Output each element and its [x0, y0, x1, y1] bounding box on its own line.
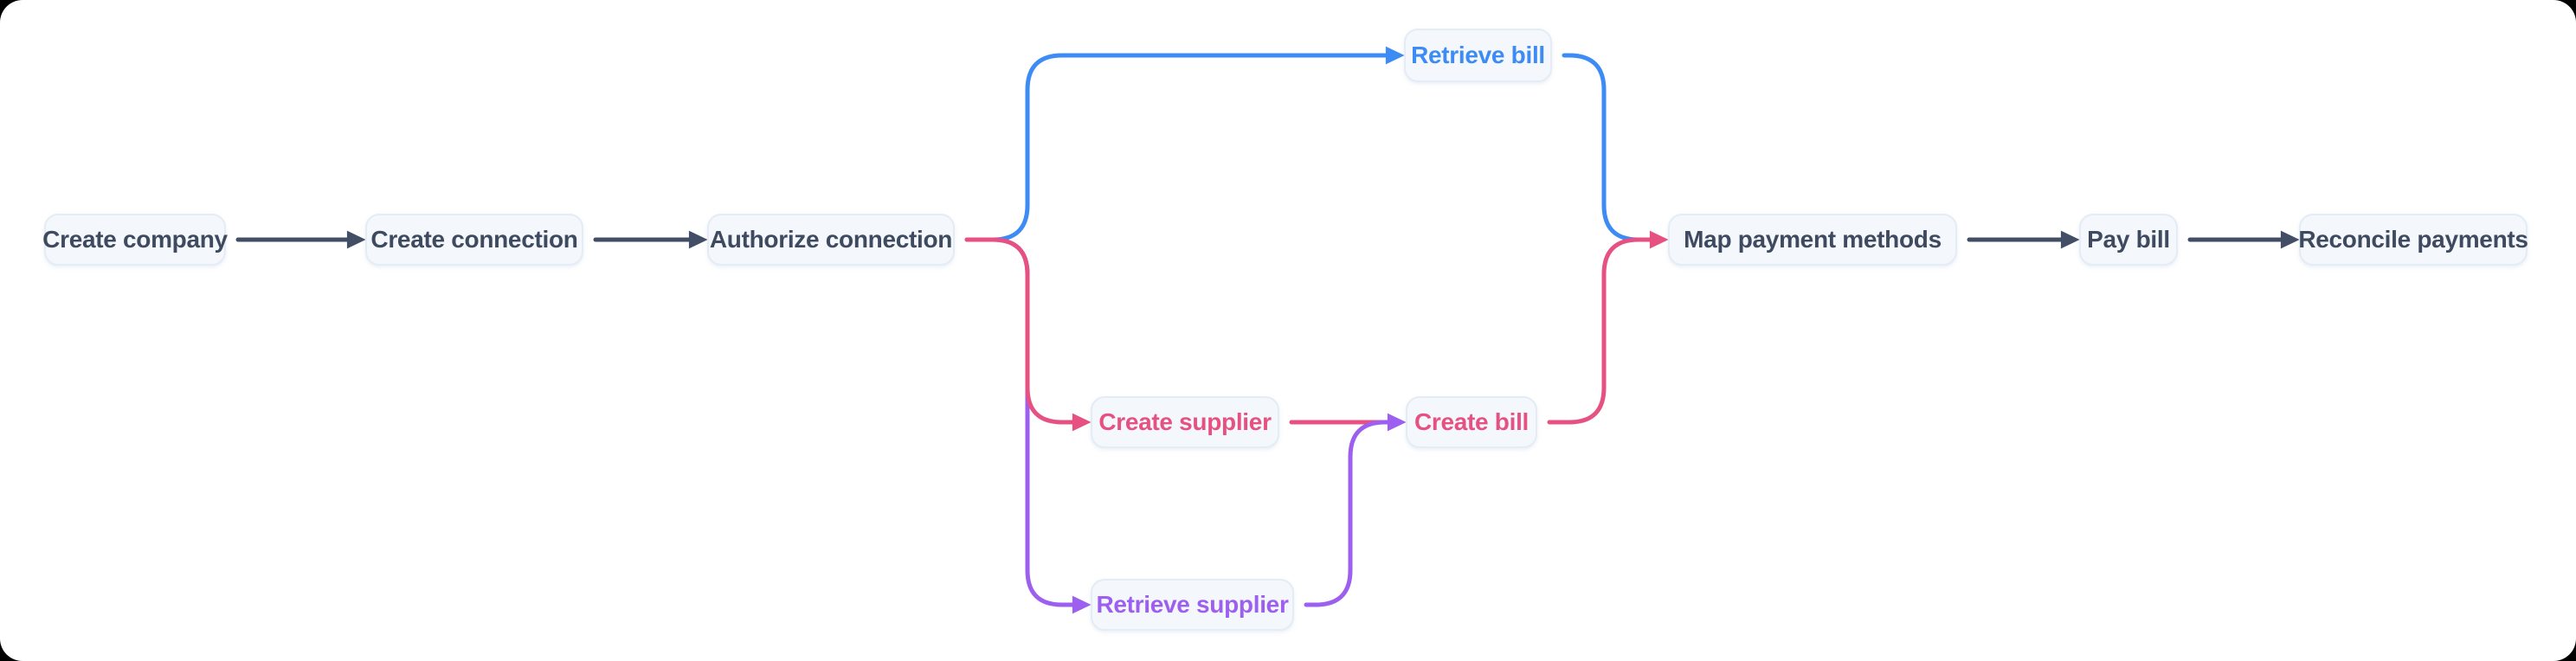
node-create-bill-label: Create bill	[1414, 408, 1530, 435]
edge-authorize-connection-to-retrieve-bill	[964, 46, 1405, 242]
edge-authorize-connection-to-create-supplier	[964, 237, 1092, 432]
node-retrieve-bill[interactable]: Retrieve bill	[1404, 29, 1552, 82]
node-authorize-connection[interactable]: Authorize connection	[707, 214, 955, 266]
edge-retrieve-bill-to-map-payment-methods	[1562, 53, 1650, 242]
node-pay-bill[interactable]: Pay bill	[2079, 214, 2178, 266]
edge-create-bill-to-map-payment-methods	[1547, 230, 1669, 425]
node-create-company-label: Create company	[42, 226, 228, 253]
node-reconcile-payments[interactable]: Reconcile payments	[2298, 214, 2528, 266]
node-authorize-connection-label: Authorize connection	[709, 226, 953, 253]
node-create-supplier[interactable]: Create supplier	[1091, 396, 1279, 448]
node-create-bill[interactable]: Create bill	[1406, 396, 1537, 448]
node-create-connection[interactable]: Create connection	[365, 214, 583, 266]
node-create-supplier-label: Create supplier	[1098, 408, 1272, 435]
node-reconcile-payments-label: Reconcile payments	[2298, 226, 2528, 253]
edge-retrieve-supplier-to-create-bill	[1304, 413, 1407, 607]
node-pay-bill-label: Pay bill	[2087, 226, 2170, 253]
node-retrieve-supplier[interactable]: Retrieve supplier	[1091, 579, 1294, 631]
node-map-payment-methods[interactable]: Map payment methods	[1668, 214, 1957, 266]
node-map-payment-methods-label: Map payment methods	[1684, 226, 1942, 253]
node-retrieve-supplier-label: Retrieve supplier	[1096, 591, 1289, 618]
node-create-company[interactable]: Create company	[42, 214, 228, 266]
node-retrieve-bill-label: Retrieve bill	[1411, 42, 1545, 68]
node-create-connection-label: Create connection	[370, 226, 578, 253]
